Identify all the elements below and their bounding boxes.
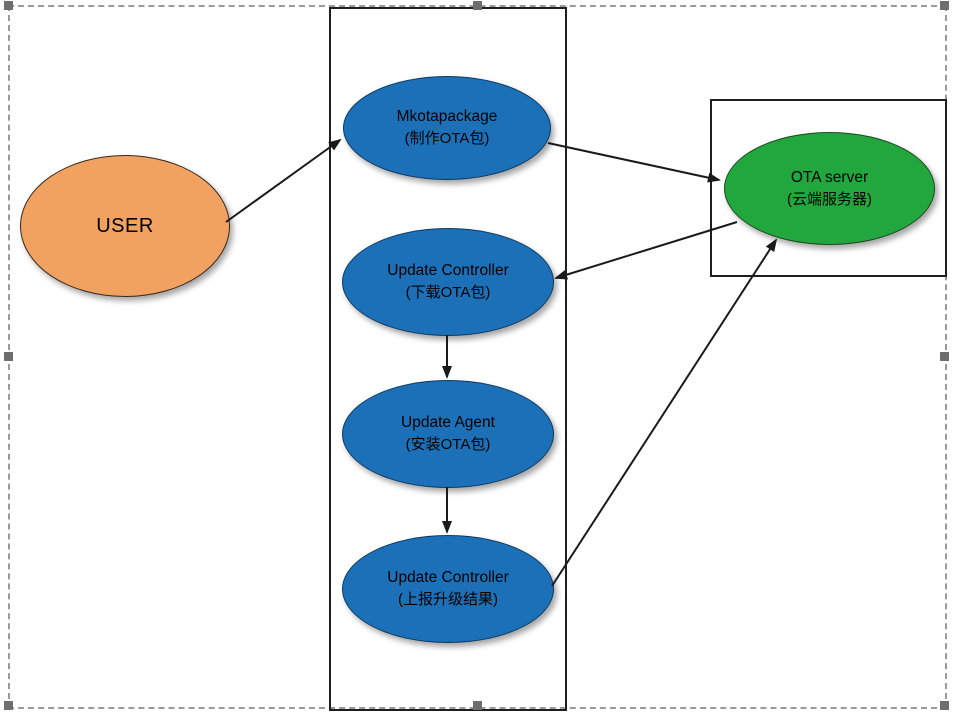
server-group-rect	[710, 99, 947, 277]
node-update-agent: Update Agent (安装OTA包)	[342, 380, 554, 488]
node-mkotapackage: Mkotapackage (制作OTA包)	[343, 76, 551, 180]
node-user-label: USER	[96, 215, 154, 237]
selection-handle-bottom-center[interactable]	[473, 701, 482, 710]
node-ota-server-title: OTA server	[790, 168, 869, 186]
node-mkotapackage-subtitle: (制作OTA包)	[404, 130, 490, 147]
node-user: USER	[20, 155, 230, 297]
selection-handle-middle-right[interactable]	[940, 352, 949, 361]
node-update-agent-title: Update Agent	[401, 414, 495, 431]
selection-handle-middle-left[interactable]	[4, 352, 13, 361]
selection-handle-bottom-right[interactable]	[940, 701, 949, 710]
node-ota-server: OTA server (云端服务器)	[724, 132, 935, 245]
node-update-agent-subtitle: (安装OTA包)	[405, 436, 491, 453]
selection-handle-top-center[interactable]	[473, 1, 482, 10]
node-update-controller-download-subtitle: (下载OTA包)	[405, 284, 491, 301]
node-ota-server-subtitle: (云端服务器)	[787, 190, 872, 208]
selection-handle-top-right[interactable]	[940, 1, 949, 10]
node-update-controller-download: Update Controller (下载OTA包)	[342, 228, 554, 336]
node-update-controller-report: Update Controller (上报升级结果)	[342, 535, 554, 643]
selection-handle-top-left[interactable]	[4, 1, 13, 10]
node-update-controller-download-title: Update Controller	[387, 262, 509, 279]
node-update-controller-report-title: Update Controller	[387, 569, 509, 586]
node-update-controller-report-subtitle: (上报升级结果)	[398, 591, 498, 608]
node-mkotapackage-title: Mkotapackage	[396, 108, 498, 125]
selection-handle-bottom-left[interactable]	[4, 701, 13, 710]
